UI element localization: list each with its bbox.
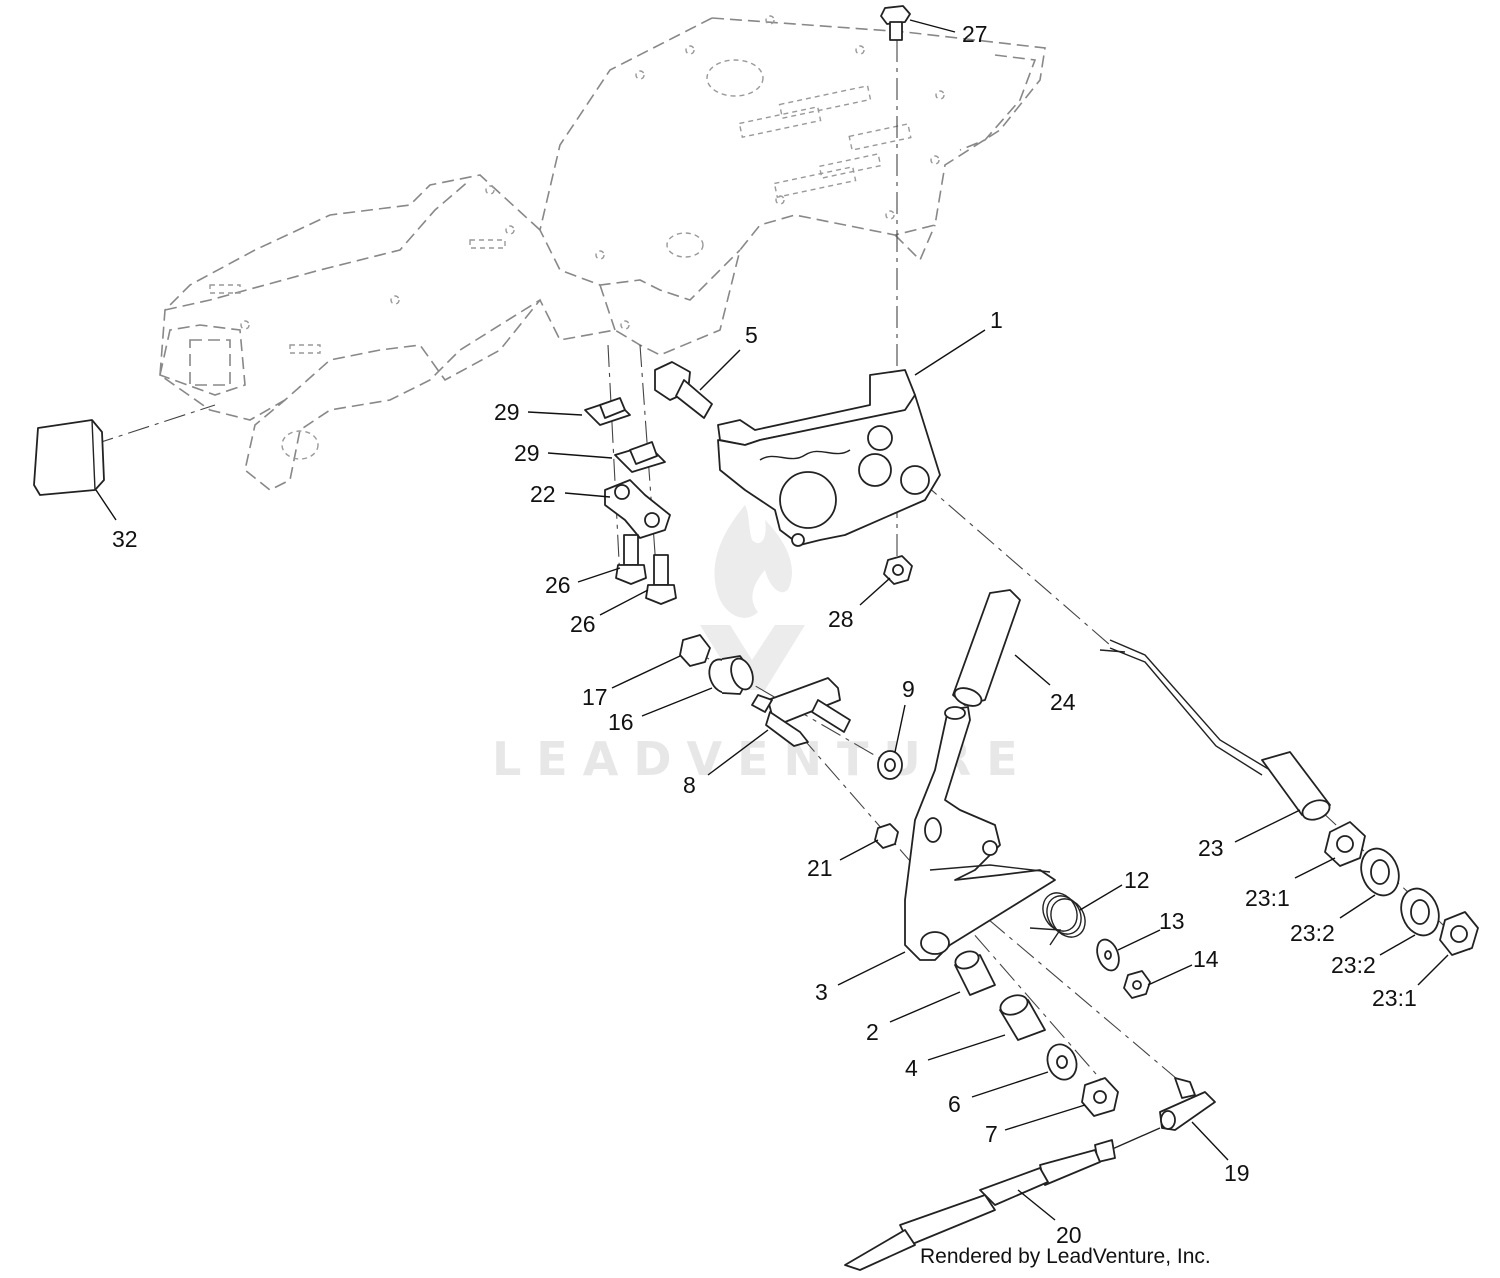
part-screw-26b	[645, 554, 677, 605]
part-bushing-4	[999, 994, 1046, 1041]
callout-14: 14	[1193, 946, 1219, 972]
part-nut-21	[874, 823, 899, 849]
axis-cap-32	[91, 404, 216, 446]
axis-screw-26b	[639, 344, 659, 596]
part-spacer-16	[708, 655, 754, 695]
axis-screw-26a	[607, 344, 621, 581]
render-credit: Rendered by LeadVenture, Inc.	[920, 1245, 1211, 1268]
part-pivot-plate-8	[751, 677, 851, 747]
part-nut-17	[679, 634, 711, 667]
parts	[33, 5, 1479, 1271]
callout-29-lower: 29	[514, 440, 540, 466]
part-nut-14	[1123, 970, 1151, 999]
callout-23-1-upper: 23:1	[1245, 885, 1290, 911]
callout-16: 16	[608, 709, 634, 735]
part-nut-28	[883, 555, 913, 585]
axis-cable-23	[919, 479, 1111, 646]
callout-6: 6	[948, 1091, 961, 1117]
callout-23-2-lower: 23:2	[1331, 952, 1376, 978]
part-washer-13	[1096, 938, 1120, 972]
watermark: LEADVENTURE	[492, 505, 1033, 786]
part-nut-7	[1081, 1077, 1119, 1117]
watermark-flame-logo	[700, 505, 805, 690]
part-lock-washer-23-2a	[1360, 847, 1400, 897]
part-lock-washer-23-2b	[1400, 887, 1440, 937]
callout-23-1-lower: 23:1	[1372, 985, 1417, 1011]
callout-4: 4	[905, 1055, 918, 1081]
part-plate-22	[604, 479, 671, 539]
part-lever-3	[904, 706, 1056, 961]
callout-7: 7	[985, 1121, 998, 1147]
part-bushing-9	[877, 750, 903, 780]
part-grip-24	[952, 589, 1021, 707]
callout-27: 27	[962, 21, 988, 47]
callout-2: 2	[866, 1019, 879, 1045]
callout-12: 12	[1124, 867, 1150, 893]
part-bushing-2	[954, 950, 996, 996]
callout-labels: 27 1 5 29 29 22 32 26 26 28 24 17 16 9 8…	[112, 21, 1417, 1248]
callout-23-2-upper: 23:2	[1290, 920, 1335, 946]
callout-3: 3	[815, 979, 828, 1005]
part-spring-12	[1029, 892, 1086, 946]
part-cable-end-19	[1159, 1077, 1216, 1131]
callout-26-upper: 26	[545, 572, 571, 598]
callout-5: 5	[745, 322, 758, 348]
part-washer-6	[1046, 1043, 1078, 1081]
callout-20: 20	[1056, 1222, 1082, 1248]
callout-26-lower: 26	[570, 611, 596, 637]
callout-24: 24	[1050, 689, 1076, 715]
part-bracket-1	[717, 369, 941, 547]
callout-8: 8	[683, 772, 696, 798]
callout-23: 23	[1198, 835, 1224, 861]
callout-28: 28	[828, 606, 854, 632]
part-cable-20	[844, 1127, 1161, 1271]
callout-1: 1	[990, 307, 1003, 333]
callout-13: 13	[1159, 908, 1185, 934]
callout-21: 21	[807, 855, 833, 881]
part-cable-housing-23	[1099, 639, 1331, 821]
callout-22: 22	[530, 481, 556, 507]
part-bolt-27	[880, 5, 911, 41]
watermark-text: LEADVENTURE	[492, 732, 1033, 786]
callout-9: 9	[902, 676, 915, 702]
part-jam-nut-23-1b	[1439, 911, 1479, 956]
callout-17: 17	[582, 684, 608, 710]
callout-32: 32	[112, 526, 138, 552]
part-screw-26a	[615, 534, 647, 585]
part-end-cap-32	[33, 419, 105, 496]
callout-19: 19	[1224, 1160, 1250, 1186]
part-bolt-5	[654, 361, 713, 419]
frame-phantom	[159, 15, 1046, 491]
part-jam-nut-23-1a	[1324, 821, 1366, 867]
part-clip-29a	[584, 397, 631, 426]
callout-29-upper: 29	[494, 399, 520, 425]
leader-lines	[95, 19, 1449, 1221]
part-clip-29b	[614, 441, 666, 473]
